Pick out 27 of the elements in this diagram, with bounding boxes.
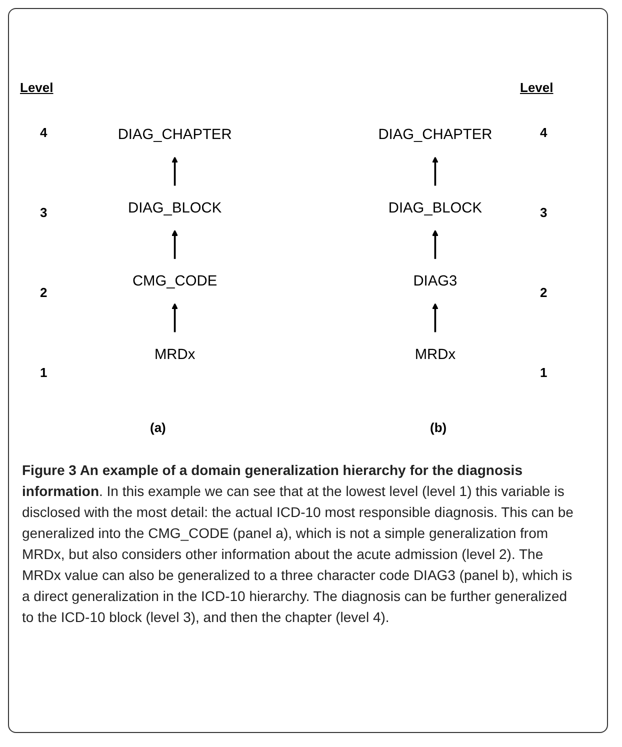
panel-label: (a) bbox=[150, 420, 166, 435]
level-number: 3 bbox=[40, 205, 48, 220]
node-text: DIAG_CHAPTER bbox=[378, 127, 492, 144]
axis-heading: Level bbox=[20, 80, 54, 95]
arrow bbox=[172, 156, 178, 186]
arrow bbox=[432, 156, 438, 186]
level-number: 2 bbox=[40, 285, 48, 300]
node-text: MRDx bbox=[154, 346, 196, 363]
figure-caption: Figure 3 An example of a domain generalization hierarchy for the diagnosis information. In this example we can see that at the lowest level (level 1) this variable is disclosed with the most detail: the actual ICD-10 most responsible diagnosis. This can be generalized into the CMG_CODE (panel a), which is not a simple generalization from MRDx, but also considers other information about the acute admission (level 2). The MRDx value can also be generalized to a three character code DIAG3 (panel b), which is a direct generalization in the ICD-10 hierarchy. The diagnosis can be further generalized to the ICD-10 block (level 3), and then the chapter (level 4). bbox=[22, 461, 574, 627]
node-text: DIAG3 bbox=[413, 274, 458, 290]
axis-heading: Level bbox=[520, 80, 554, 95]
level-number: 3 bbox=[540, 205, 548, 220]
node-text: DIAG_BLOCK bbox=[388, 200, 482, 216]
arrow bbox=[432, 230, 438, 260]
panel-label: (b) bbox=[430, 420, 447, 435]
level-number: 1 bbox=[540, 365, 548, 380]
arrow bbox=[432, 303, 438, 333]
node-text: MRDx bbox=[414, 346, 456, 363]
level-number: 4 bbox=[540, 125, 548, 140]
level-number: 4 bbox=[40, 125, 48, 140]
level-number: 2 bbox=[540, 285, 548, 300]
node-text: DIAG_BLOCK bbox=[128, 200, 222, 216]
node-text: DIAG_CHAPTER bbox=[118, 127, 232, 144]
arrow bbox=[172, 230, 178, 260]
arrow bbox=[172, 303, 178, 333]
node-text: CMG_CODE bbox=[132, 274, 218, 290]
level-number: 1 bbox=[40, 365, 48, 380]
